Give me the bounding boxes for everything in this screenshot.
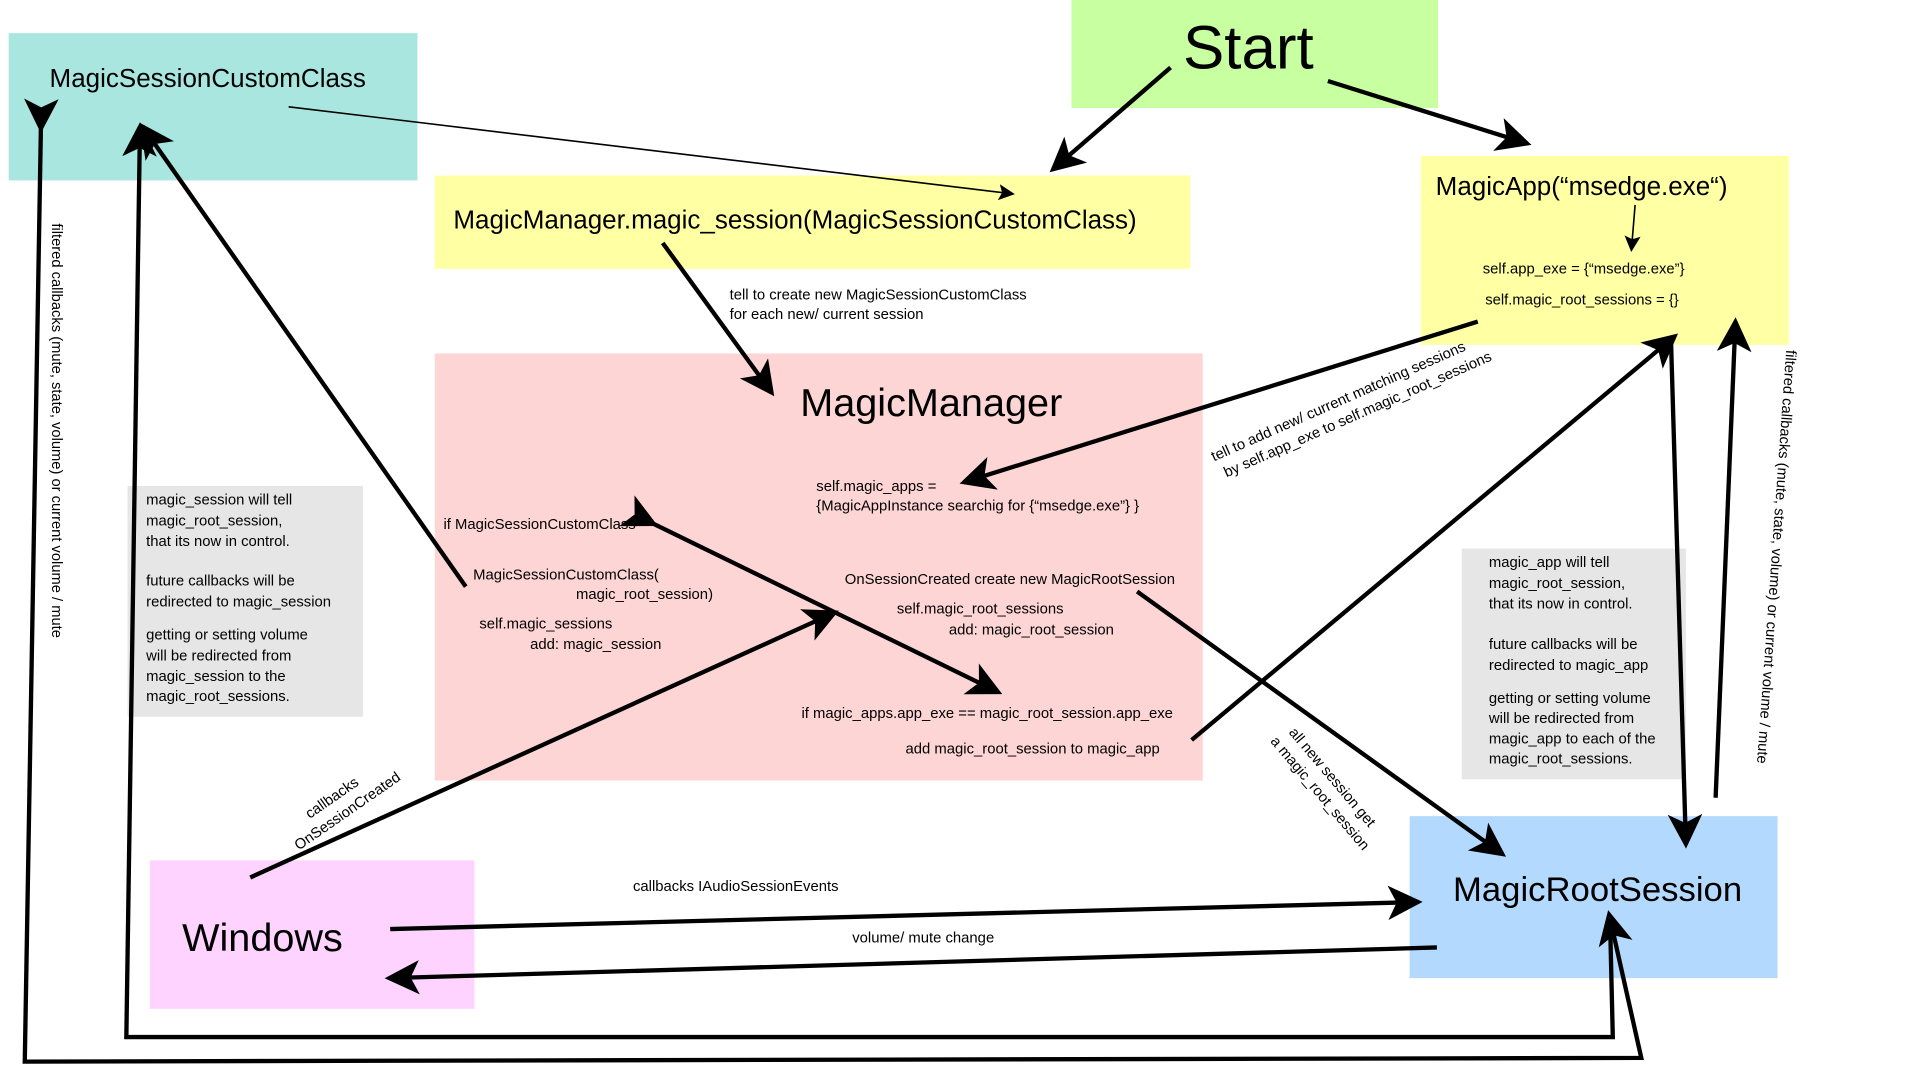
if-match-line2: add magic_root_session to magic_app [905,742,1159,758]
right-filtered-label: filtered callbacks (mute, state, volume)… [1753,349,1798,764]
tell-create-line2: for each new/ current session [730,307,924,323]
root-session-title: MagicRootSession [1453,871,1742,909]
note-left-line: will be redirected from [145,648,291,664]
note-right-line: getting or setting volume [1489,691,1651,707]
note-left-line: magic_root_session, [146,513,282,529]
note-right-line: magic_app to each of the [1489,732,1656,748]
note-left-line: that its now in control. [146,534,290,550]
tell-add-line1: tell to add new/ current matching sessio… [1209,339,1468,465]
magic-sessions-line2: add: magic_session [530,637,661,653]
note-right-line: that its now in control. [1489,597,1633,613]
note-right-line: will be redirected from [1488,711,1634,727]
magic-apps-line1: self.magic_apps = [816,479,936,495]
arrow-root-session-loop-outer [22,98,1644,1064]
magic-manager-title: MagicManager [800,381,1062,425]
if-custom-class: if MagicSessionCustomClass [443,517,635,533]
custom-ctor-line1: MagicSessionCustomClass( [473,567,659,583]
magic-session-call-title: MagicManager.magic_session(MagicSessionC… [453,206,1136,234]
volume-change-label: volume/ mute change [852,931,994,947]
arrow-custom-class-to-session-call [288,105,1015,201]
magic-app-line2: self.magic_root_sessions = {} [1485,292,1679,308]
note-left-line: future callbacks will be [146,573,295,589]
custom-class-box [8,33,418,181]
note-right-line: redirected to magic_app [1489,658,1648,674]
note-right-line: magic_root_session, [1489,576,1625,592]
custom-ctor-line2: magic_root_session) [576,587,713,603]
arrow-root-session-to-magic-app [1713,317,1752,798]
arrow-root-session-to-windows [384,945,1437,995]
start-title: Start [1183,14,1314,83]
magic-app-title: MagicApp(“msedge.exe“) [1436,173,1728,201]
note-left-line: redirected to magic_session [146,594,331,610]
note-left-line: magic_session will tell [146,492,292,508]
callbacks-events-label: callbacks IAudioSessionEvents [633,879,839,895]
note-left-line: magic_session to the [146,669,286,685]
note-right-line: magic_app will tell [1489,555,1610,571]
arrow-magic-app-inner [1624,204,1641,252]
left-filtered-label: filtered callbacks (mute, state, volume)… [48,223,64,638]
on-created-line1: OnSessionCreated create new MagicRootSes… [845,572,1175,588]
note-right-line: magic_root_sessions. [1489,751,1633,767]
tell-create-line1: tell to create new MagicSessionCustomCla… [730,288,1027,304]
windows-title: Windows [182,916,343,960]
magic-apps-line2: {MagicAppInstance searchig for {“msedge.… [816,499,1139,515]
custom-class-title: MagicSessionCustomClass [50,65,366,93]
magic-app-line1: self.app_exe = {“msedge.exe”} [1483,262,1685,278]
tell-add-line2: by self.app_exe to self.magic_root_sessi… [1222,349,1495,481]
note-left-line: getting or setting volume [146,627,308,643]
start-box [1071,0,1439,108]
arrow-magic-app-to-root-session [1667,341,1703,849]
magic-sessions-line1: self.magic_sessions [479,616,612,632]
note-left-line: magic_root_sessions. [146,689,290,705]
note-right-line: future callbacks will be [1489,637,1638,653]
on-created-line3: add: magic_root_session [949,623,1114,639]
if-match-line1: if magic_apps.app_exe == magic_root_sess… [801,706,1172,722]
arrow-windows-to-root-session [390,885,1423,932]
on-created-line2: self.magic_root_sessions [897,602,1064,618]
